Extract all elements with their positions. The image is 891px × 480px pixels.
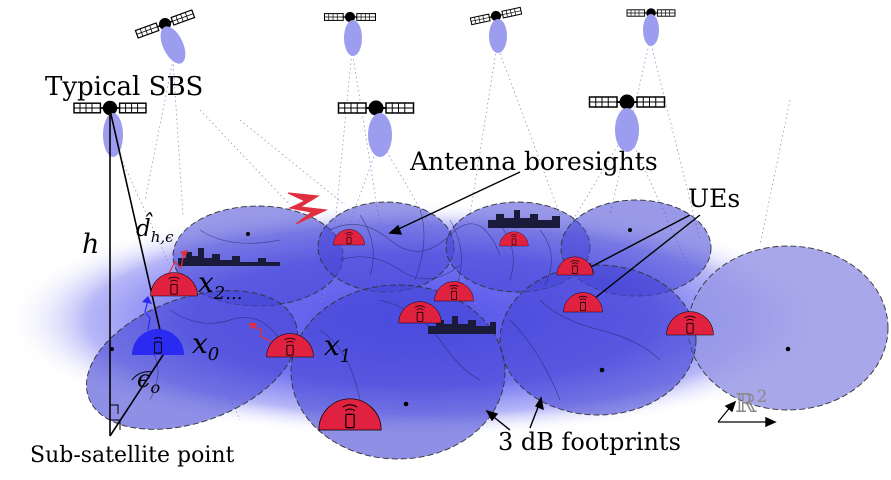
x0-label: x0 xyxy=(192,327,219,365)
elevation-angle-symbol: ϵo xyxy=(137,365,160,397)
skyline-right xyxy=(488,210,560,228)
beam-lobe xyxy=(344,20,362,56)
altitude-symbol: h xyxy=(82,229,99,260)
footprint-far-right xyxy=(687,245,889,411)
lightning-icon xyxy=(142,296,152,331)
typical-sbs-label: Typical SBS xyxy=(45,72,203,102)
skyline-left xyxy=(178,248,280,266)
lightning-icon xyxy=(167,250,188,276)
ues-label: UEs xyxy=(688,184,740,213)
lightning-icon xyxy=(287,192,329,225)
slant-range-symbol: d̂h,ϵ xyxy=(136,213,174,246)
footprint-centers xyxy=(110,228,791,407)
beam-lobe xyxy=(489,19,507,53)
antenna-boresights-label: Antenna boresights xyxy=(409,147,658,176)
geometry-lines xyxy=(109,109,166,437)
beam-lobe xyxy=(643,14,659,46)
footprints-label: 3 dB footprints xyxy=(498,428,681,456)
interference-bolts xyxy=(167,192,329,343)
lightning-icon xyxy=(248,323,273,343)
x2-label: x2... xyxy=(198,266,242,304)
user-equipments xyxy=(132,229,714,431)
plane-symbol: ℝ2 xyxy=(735,387,767,419)
slant-range-line xyxy=(109,109,166,353)
beam-lobe xyxy=(160,26,186,64)
user-equipment-icon xyxy=(132,329,184,355)
footprint-center xyxy=(290,284,506,460)
ground-line xyxy=(109,351,166,437)
footprint-typical xyxy=(86,290,298,430)
skylines xyxy=(178,210,560,334)
sub-satellite-point-label: Sub-satellite point xyxy=(30,443,235,468)
x1-label: x1 xyxy=(324,329,351,367)
beam-lobe xyxy=(615,108,639,152)
satellites xyxy=(73,5,676,157)
beam-lobe xyxy=(368,113,392,157)
footprint-right-mid xyxy=(499,264,697,416)
skyline-center xyxy=(428,316,496,334)
